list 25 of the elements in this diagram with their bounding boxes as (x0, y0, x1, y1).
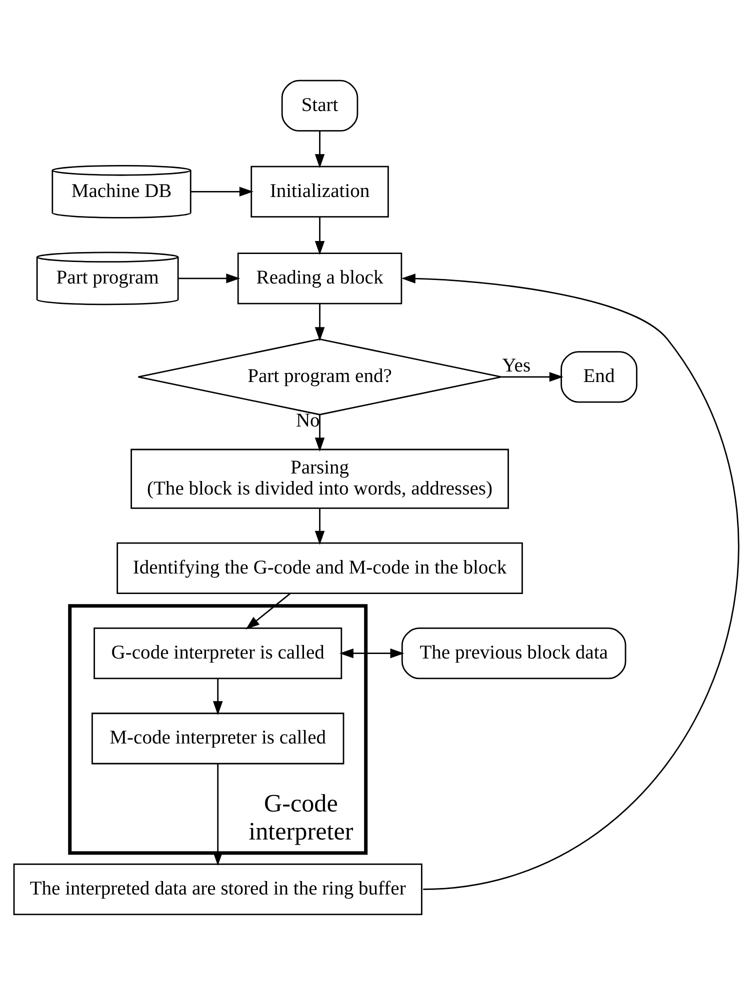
arrow (339, 648, 404, 658)
node-box: Initialization (250, 165, 389, 217)
arrow (314, 216, 325, 254)
node-box: Reading a block (237, 252, 402, 304)
arrow (212, 678, 223, 715)
node-box: M-code interpreter is called (92, 712, 344, 764)
node-box: Start (281, 79, 358, 132)
arrow (314, 303, 325, 341)
node-box: G-code interpreter is called (94, 627, 342, 679)
arrow (246, 592, 291, 629)
arrow (314, 130, 325, 168)
node-diamond: Part program end? (138, 338, 502, 415)
arrow (314, 508, 325, 544)
node-box: Identifying the G-code and M-code in the block (116, 542, 523, 594)
arrow (314, 414, 325, 452)
arrow (401, 273, 738, 890)
node-box: The previous block data (401, 627, 626, 679)
node-box: Parsing (The block is divided into words, addresses) (130, 448, 509, 508)
arrow (501, 372, 564, 382)
arrow (190, 186, 254, 196)
edge-label: Yes (502, 355, 531, 376)
arrow (178, 273, 240, 283)
arrow (212, 763, 223, 866)
node-box: End (560, 350, 638, 402)
node-box: The interpreted data are stored in the ring buffer (13, 862, 422, 915)
